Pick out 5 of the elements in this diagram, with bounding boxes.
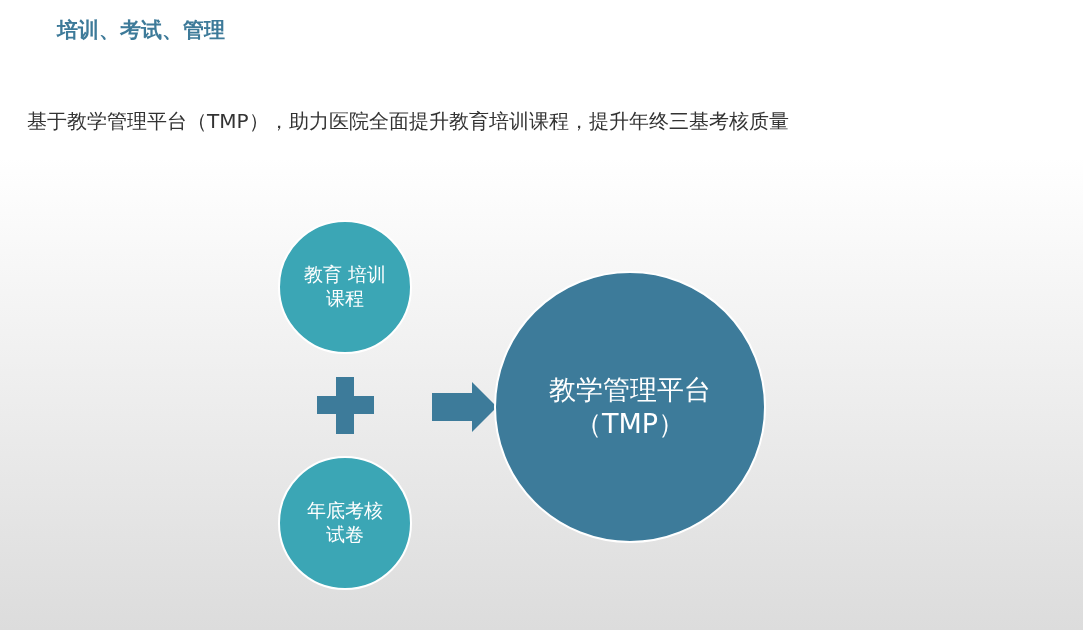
- node-label: 年底考核试卷: [306, 499, 384, 547]
- node-label: 教学管理平台（TMP）: [548, 373, 712, 441]
- subtitle-text: 基于教学管理平台（TMP），助力医院全面提升教育培训课程，提升年终三基考核质量: [27, 108, 789, 135]
- title: 培训、考试、管理: [57, 17, 225, 44]
- node-label: 教育 培训课程: [302, 263, 387, 311]
